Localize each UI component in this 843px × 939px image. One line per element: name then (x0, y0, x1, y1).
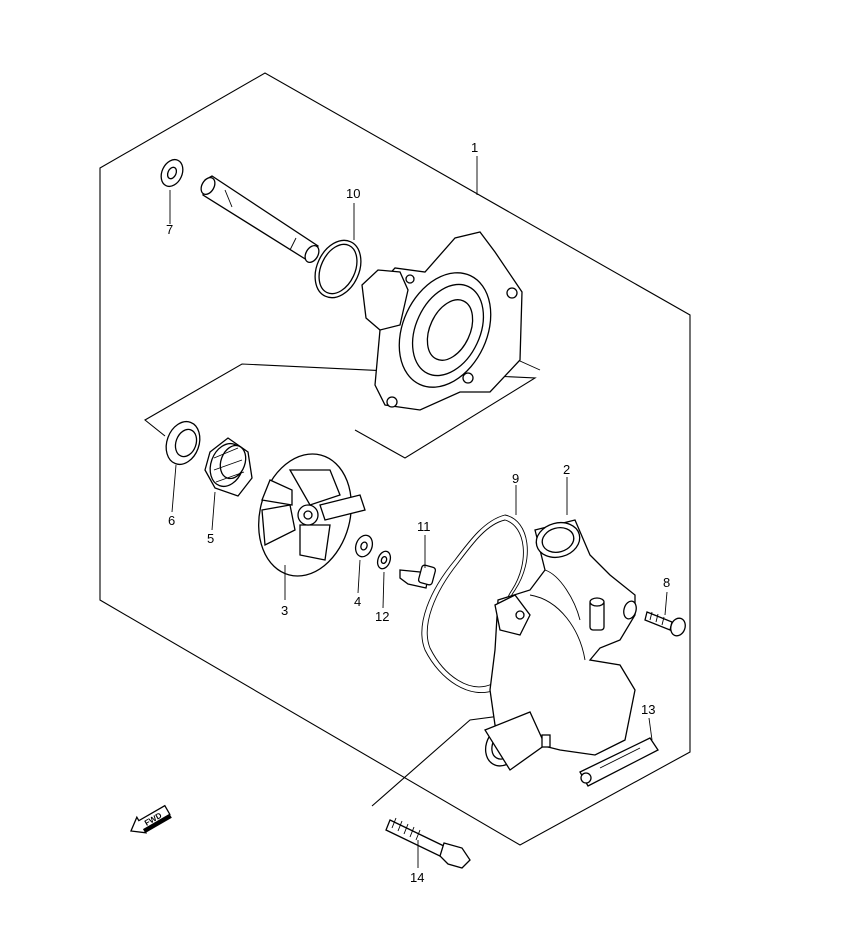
impeller-part-3 (258, 453, 366, 577)
callout-3: 3 (281, 603, 288, 618)
washer-part-7 (160, 158, 184, 188)
mechanical-seal-part-5 (204, 437, 253, 497)
callout-12: 12 (375, 609, 389, 624)
callout-14: 14 (410, 870, 424, 885)
washer-part-4 (354, 534, 374, 558)
callout-5: 5 (207, 531, 214, 546)
leader-lines (169, 156, 668, 868)
callout-1: 1 (471, 140, 478, 155)
callout-11: 11 (417, 519, 431, 534)
callout-6: 6 (168, 513, 175, 528)
oil-seal-part-6 (165, 420, 201, 466)
callout-10: 10 (346, 186, 360, 201)
callout-9: 9 (512, 471, 519, 486)
screw-part-8 (644, 611, 686, 637)
pump-shaft (200, 175, 320, 264)
pump-cover-housing (361, 231, 523, 411)
o-ring-part-10 (314, 239, 362, 299)
clamp-plate-part-13 (579, 737, 659, 787)
callout-13: 13 (641, 702, 655, 717)
callout-7: 7 (166, 222, 173, 237)
washer-part-12 (376, 550, 392, 570)
flange-bolt-part-14 (385, 817, 471, 869)
pump-case-part-2 (484, 519, 637, 771)
callout-2: 2 (563, 462, 570, 477)
callout-4: 4 (354, 594, 361, 609)
assembly-boundary (99, 72, 691, 846)
fwd-arrow-icon: FWD (130, 804, 172, 834)
gasket-part-9 (421, 514, 528, 694)
bolt-part-11 (399, 564, 437, 589)
callout-8: 8 (663, 575, 670, 590)
